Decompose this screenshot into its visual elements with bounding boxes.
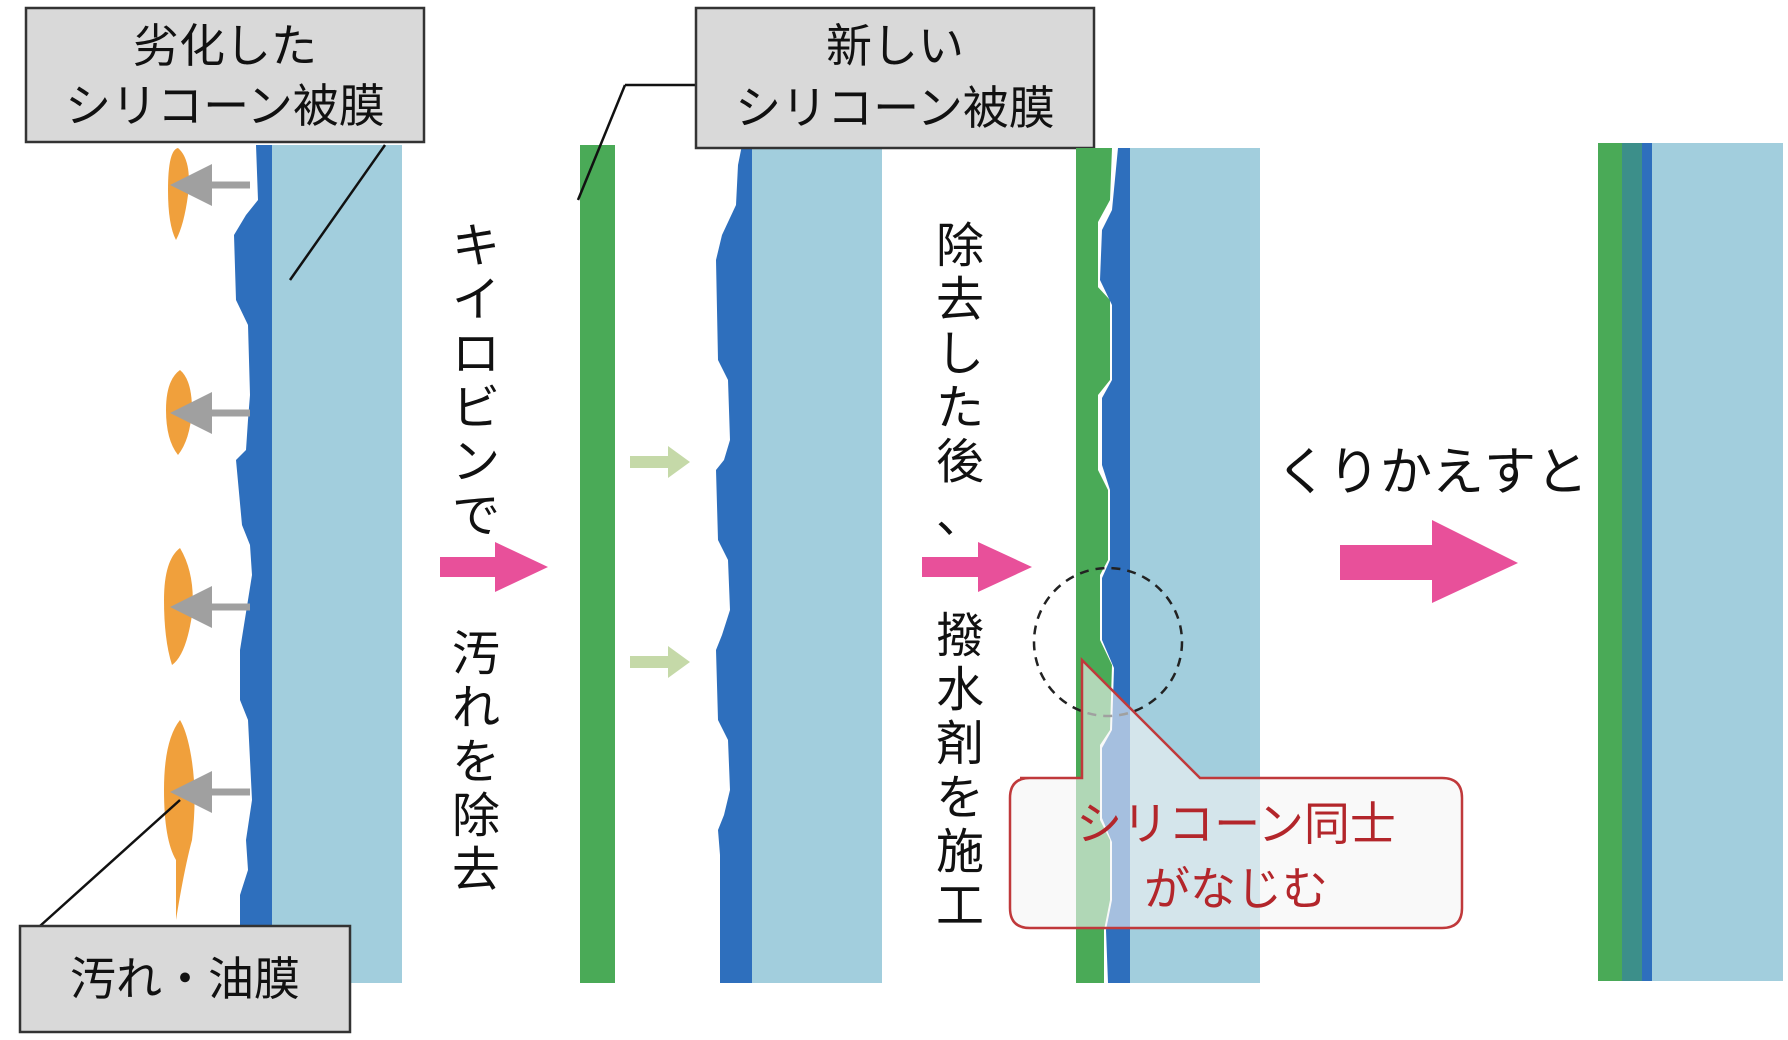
leader-line-degraded (288, 144, 387, 281)
panel-degraded: 劣化した シリコーン被膜 汚れ・油膜 (18, 6, 426, 1034)
step1-char-11: 去 (452, 842, 500, 898)
green-arrow-1 (630, 446, 690, 478)
label-new-line2: シリコーン被膜 (735, 81, 1055, 135)
step1-char-8: れ (452, 680, 500, 736)
step1-char-3: ロ (452, 326, 500, 382)
leader-line-dirt (39, 799, 181, 927)
step1-char-4: ビ (452, 380, 500, 436)
dirt-blob-3 (164, 548, 193, 665)
step1-caption: キ イ ロ ビ ン で 汚 れ を 除 去 (452, 218, 500, 898)
pink-arrow-2 (922, 542, 1032, 592)
dirt-blob-2 (166, 370, 192, 455)
dirt-blob-1 (168, 148, 189, 240)
leader-line-new (576, 84, 627, 201)
callout: シリコーン同士 がなじむ (1008, 656, 1464, 930)
step2-char-2: 去 (936, 272, 984, 328)
step2-char-9: 剤 (936, 716, 984, 772)
dirt-blob-4 (164, 720, 195, 920)
step2-char-4: た (936, 380, 984, 436)
label-dirt: 汚れ・油膜 (70, 952, 300, 1006)
callout-bubble (1008, 656, 1464, 930)
label-new-line1: 新しい (826, 19, 964, 73)
label-box-degraded (24, 6, 426, 144)
step1-char-9: を (452, 734, 500, 790)
label-degraded-line2: シリコーン被膜 (65, 79, 385, 133)
step2-char-6: 、 (936, 488, 984, 544)
step2-char-11: 施 (936, 824, 984, 880)
old-silicone-layer-1 (234, 145, 272, 983)
step1-char-10: 除 (452, 788, 500, 844)
step2-char-1: 除 (936, 218, 984, 274)
step2-caption: 除 去 し た 後 、 撥 水 剤 を 施 工 (936, 218, 984, 934)
step2-char-10: を (936, 770, 984, 826)
green-arrow-2 (630, 646, 690, 678)
label-box-new (694, 6, 1096, 150)
step1-char-1: キ (452, 218, 500, 274)
step2-char-8: 水 (936, 662, 984, 718)
panel-result (1598, 143, 1783, 981)
step1-char-6: で (452, 488, 500, 544)
glass-pane-2 (752, 145, 882, 983)
new-silicone-strip-2 (580, 145, 615, 983)
step1-char-2: イ (452, 272, 500, 328)
callout-line2: がなじむ (1144, 862, 1328, 916)
pink-arrow-1 (440, 542, 548, 592)
green-strip-4 (1598, 143, 1622, 981)
step2-char-5: 後 (936, 434, 984, 490)
dirt-blobs (164, 148, 195, 920)
green-arrows (630, 446, 690, 678)
step1-char-5: ン (452, 434, 500, 490)
old-silicone-layer-2 (716, 145, 752, 983)
step2-char-3: し (936, 326, 984, 382)
panel-cleaned: 新しい シリコーン被膜 (576, 6, 1096, 983)
label-degraded-line1: 劣化した (133, 19, 317, 73)
glass-pane-1 (272, 145, 402, 983)
step2-char-7: 撥 (936, 608, 984, 664)
label-box-dirt (18, 924, 352, 1034)
callout-line1: シリコーン同士 (1076, 797, 1396, 851)
step1-char-7: 汚 (452, 626, 500, 682)
step3-caption: くりかえすと (1276, 443, 1588, 503)
pink-arrow-3 (1340, 520, 1518, 603)
gray-arrows (170, 164, 250, 813)
blue-layer-4 (1642, 143, 1652, 981)
step2-char-12: 工 (936, 878, 984, 934)
